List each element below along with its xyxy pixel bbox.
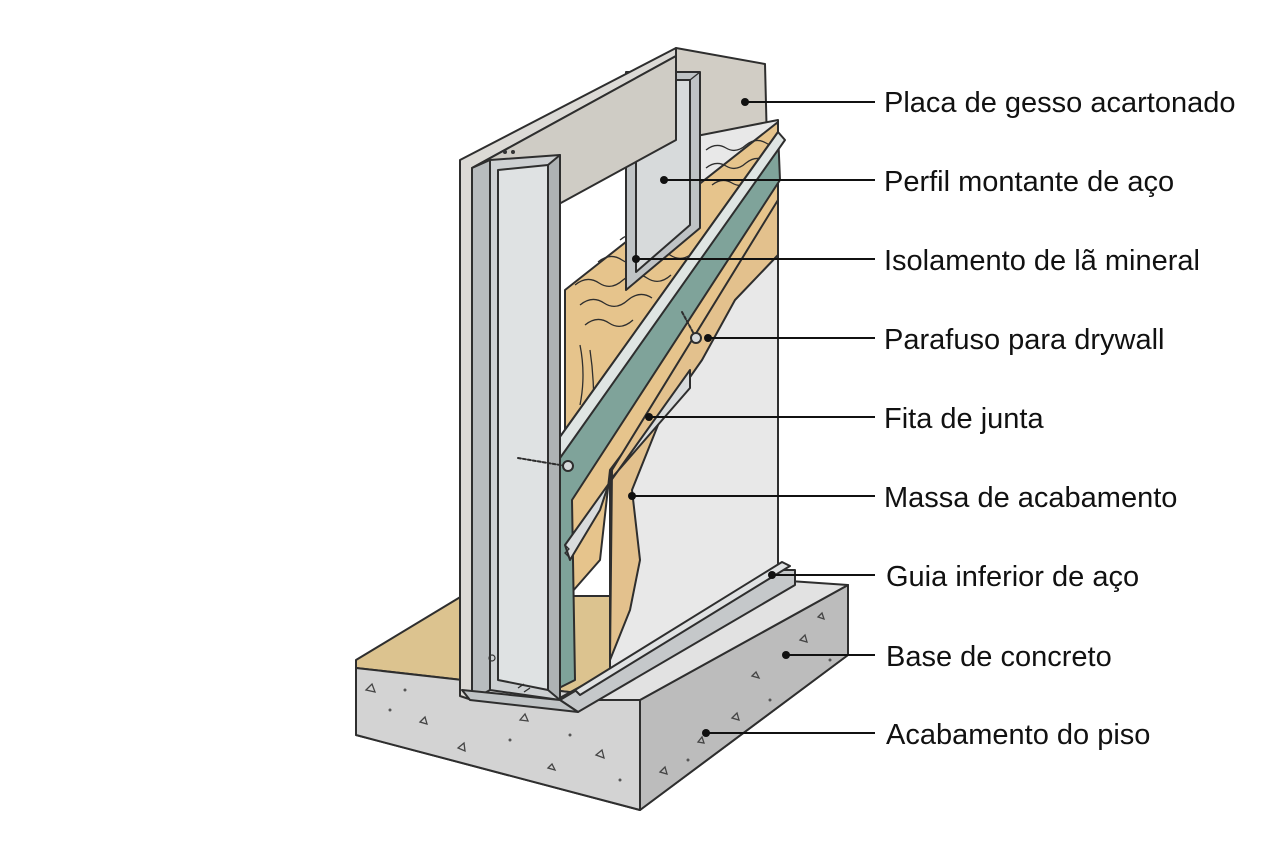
label-bottom-track: Guia inferior de aço <box>886 561 1139 593</box>
label-concrete-base: Base de concreto <box>886 641 1112 673</box>
drywall-screw-front <box>517 457 574 472</box>
label-mineral-wool: Isolamento de lã mineral <box>884 245 1200 277</box>
drywall-screw-side <box>681 311 702 344</box>
label-steel-stud: Perfil montante de aço <box>884 166 1174 198</box>
label-drywall-board: Placa de gesso acartonado <box>884 87 1235 119</box>
label-joint-tape: Fita de junta <box>884 403 1044 435</box>
steel-stud-front <box>471 150 561 701</box>
concrete-aggregate <box>364 611 826 775</box>
joint-tape-edge <box>564 544 570 558</box>
finishing-compound-layer <box>609 199 779 661</box>
leader-lines <box>628 98 875 737</box>
label-drywall-screw: Parafuso para drywall <box>884 324 1164 356</box>
label-finishing-compound: Massa de acabamento <box>884 482 1177 514</box>
bottom-steel-track <box>461 561 796 713</box>
label-floor-finish: Acabamento do piso <box>886 719 1150 751</box>
